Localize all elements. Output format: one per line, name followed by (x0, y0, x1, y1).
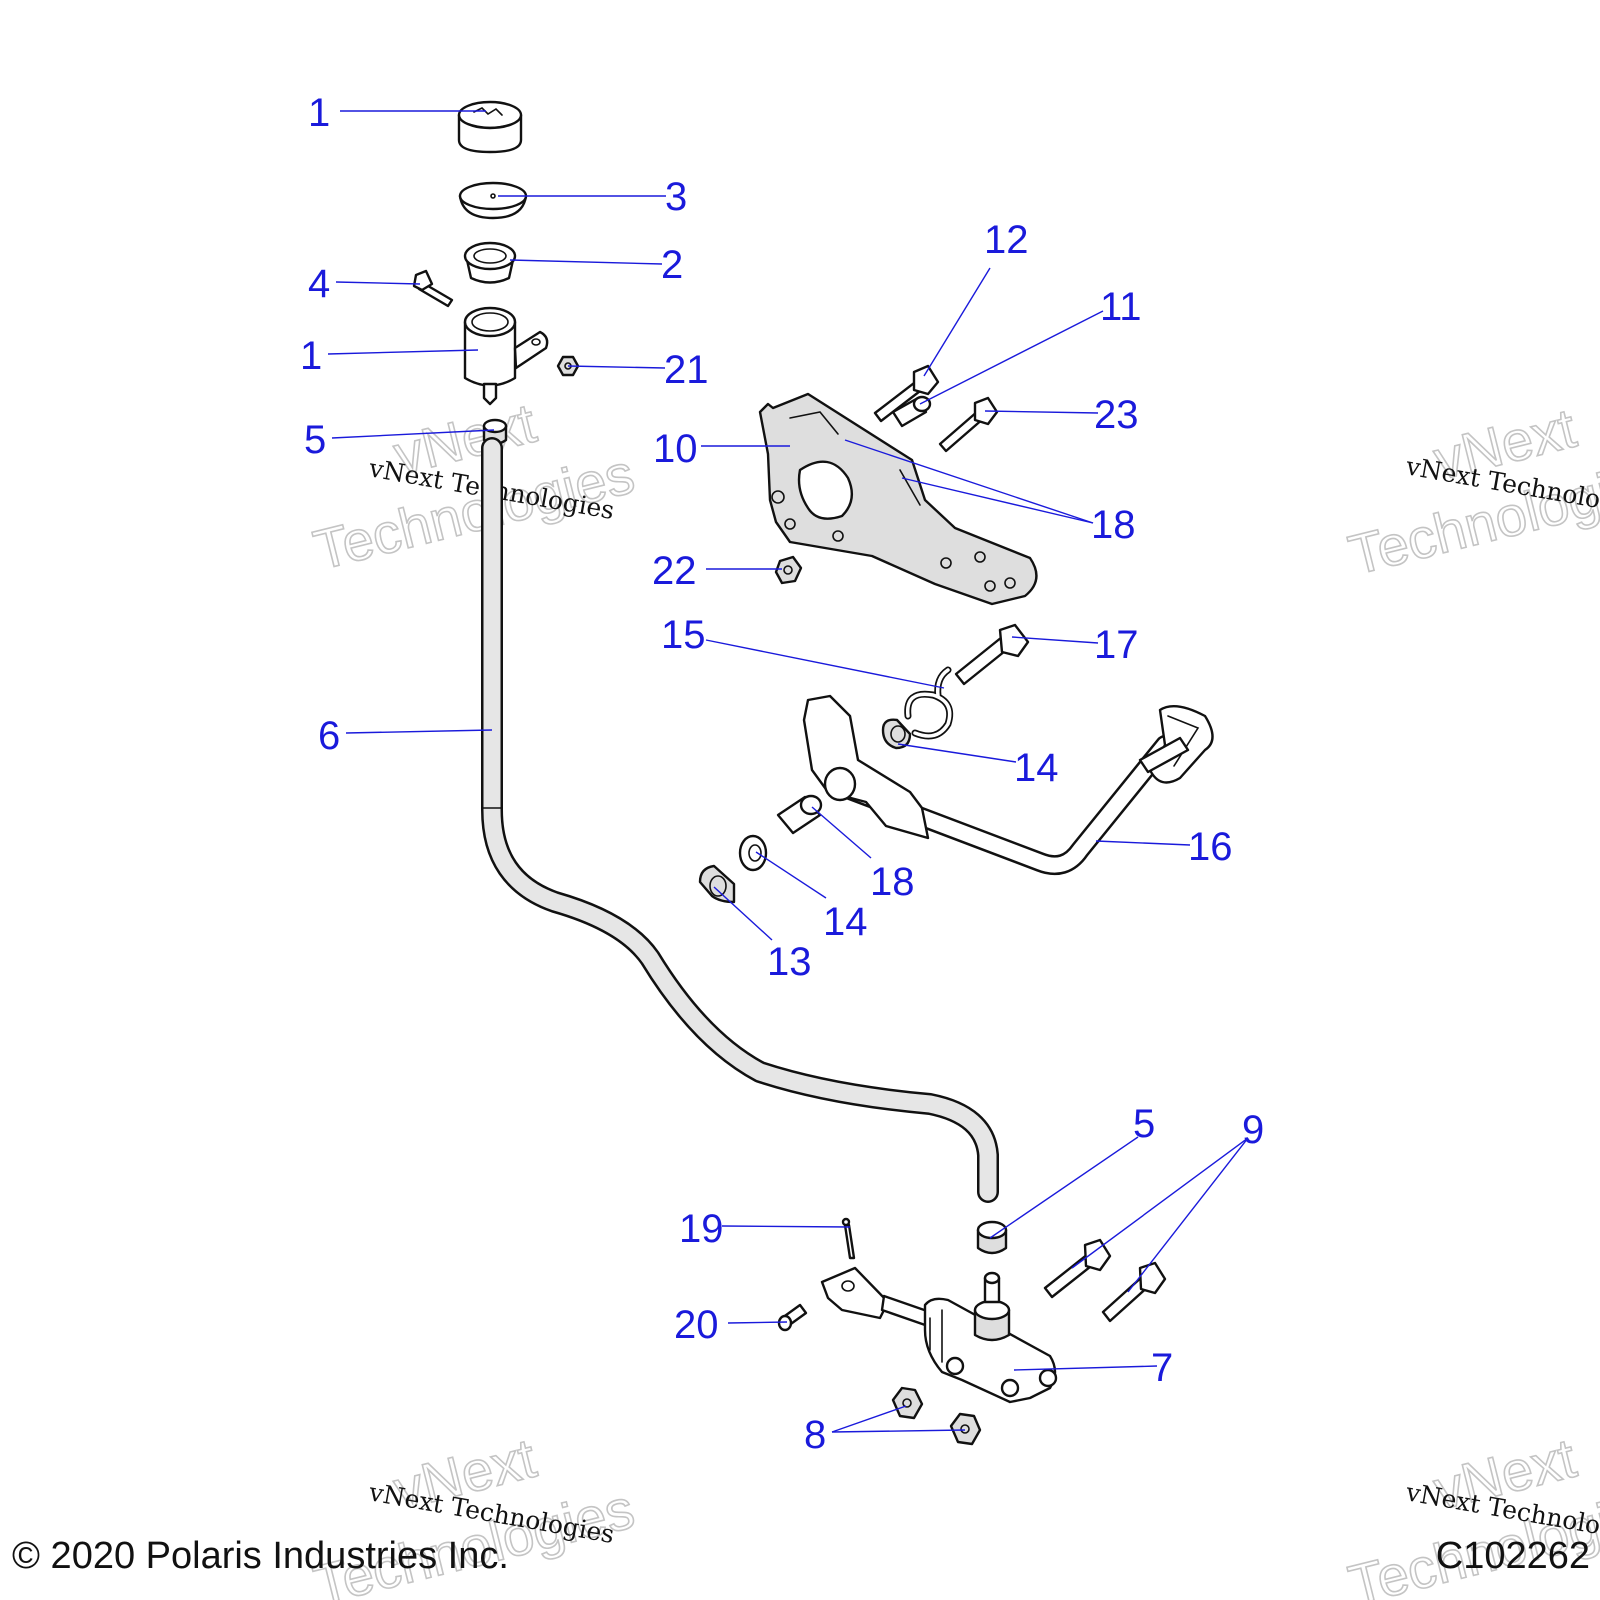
callout-14-lower: 14 (823, 900, 868, 944)
bolt-23 (938, 396, 999, 453)
callout-3: 3 (665, 175, 687, 219)
return-spring (904, 666, 954, 740)
nut-8-left (891, 1386, 924, 1420)
callout-1-cap: 1 (308, 91, 330, 135)
bushing-14-upper (881, 718, 912, 750)
master-cylinder (820, 1266, 1058, 1404)
figure-id: C102262 (1436, 1535, 1590, 1577)
bushing-11 (891, 395, 932, 428)
callout-14-upper: 14 (1014, 746, 1059, 790)
washer-14-lower (738, 834, 768, 872)
callout-20: 20 (674, 1303, 719, 1347)
bolt-9-left (1043, 1238, 1112, 1299)
nut-22 (774, 555, 803, 585)
pivot-bolt-17 (954, 623, 1030, 686)
callout-16: 16 (1188, 825, 1233, 869)
callout-15: 15 (661, 613, 706, 657)
pedal-bracket (758, 392, 1038, 606)
reservoir-plate (463, 241, 517, 284)
clevis-pin (777, 1303, 808, 1332)
cotter-pin (841, 1217, 856, 1260)
diaphragm (458, 181, 528, 220)
callout-6: 6 (318, 714, 340, 758)
hose-clamp-lower (976, 1220, 1008, 1255)
callout-21: 21 (664, 348, 709, 392)
reservoir-cap (457, 100, 523, 154)
watermark-top-left: vNext Technologies vNext Technologies (307, 390, 641, 582)
callout-1-body: 1 (300, 334, 322, 378)
watermark-top-right: vNext Technologies vNext Technologies (1342, 395, 1600, 587)
sleeve-18-lower (776, 794, 823, 835)
callout-2: 2 (661, 243, 683, 287)
callout-numbers: 1 3 2 4 1 21 5 12 11 23 10 18 22 15 17 6… (300, 91, 1264, 1457)
callout-12: 12 (984, 218, 1029, 262)
callout-13: 13 (767, 940, 812, 984)
callout-19: 19 (679, 1207, 724, 1251)
callout-11: 11 (1100, 285, 1142, 329)
hose-clamp-top (482, 418, 508, 446)
brake-pedal (802, 694, 1214, 875)
bolt-4 (412, 269, 454, 308)
nut-8-right (949, 1412, 982, 1446)
copyright-notice: © 2020 Polaris Industries Inc. (12, 1535, 509, 1577)
callout-7: 7 (1151, 1346, 1173, 1390)
callout-8: 8 (804, 1413, 826, 1457)
callout-18-upper: 18 (1091, 503, 1136, 547)
callout-4: 4 (308, 262, 330, 306)
callout-22: 22 (652, 549, 697, 593)
callout-17: 17 (1094, 623, 1139, 667)
nut-13 (698, 864, 736, 904)
callout-5-top: 5 (304, 418, 326, 462)
callout-10: 10 (653, 427, 698, 471)
callout-18-lower: 18 (870, 860, 915, 904)
callout-9: 9 (1242, 1108, 1264, 1152)
bolt-12 (873, 364, 940, 423)
brake-line (481, 437, 999, 1203)
callout-5-lower: 5 (1133, 1102, 1155, 1146)
callout-23: 23 (1094, 393, 1139, 437)
reservoir-body (463, 306, 549, 406)
leader-lines (327, 110, 1249, 1433)
bolt-9-right (1101, 1261, 1167, 1323)
